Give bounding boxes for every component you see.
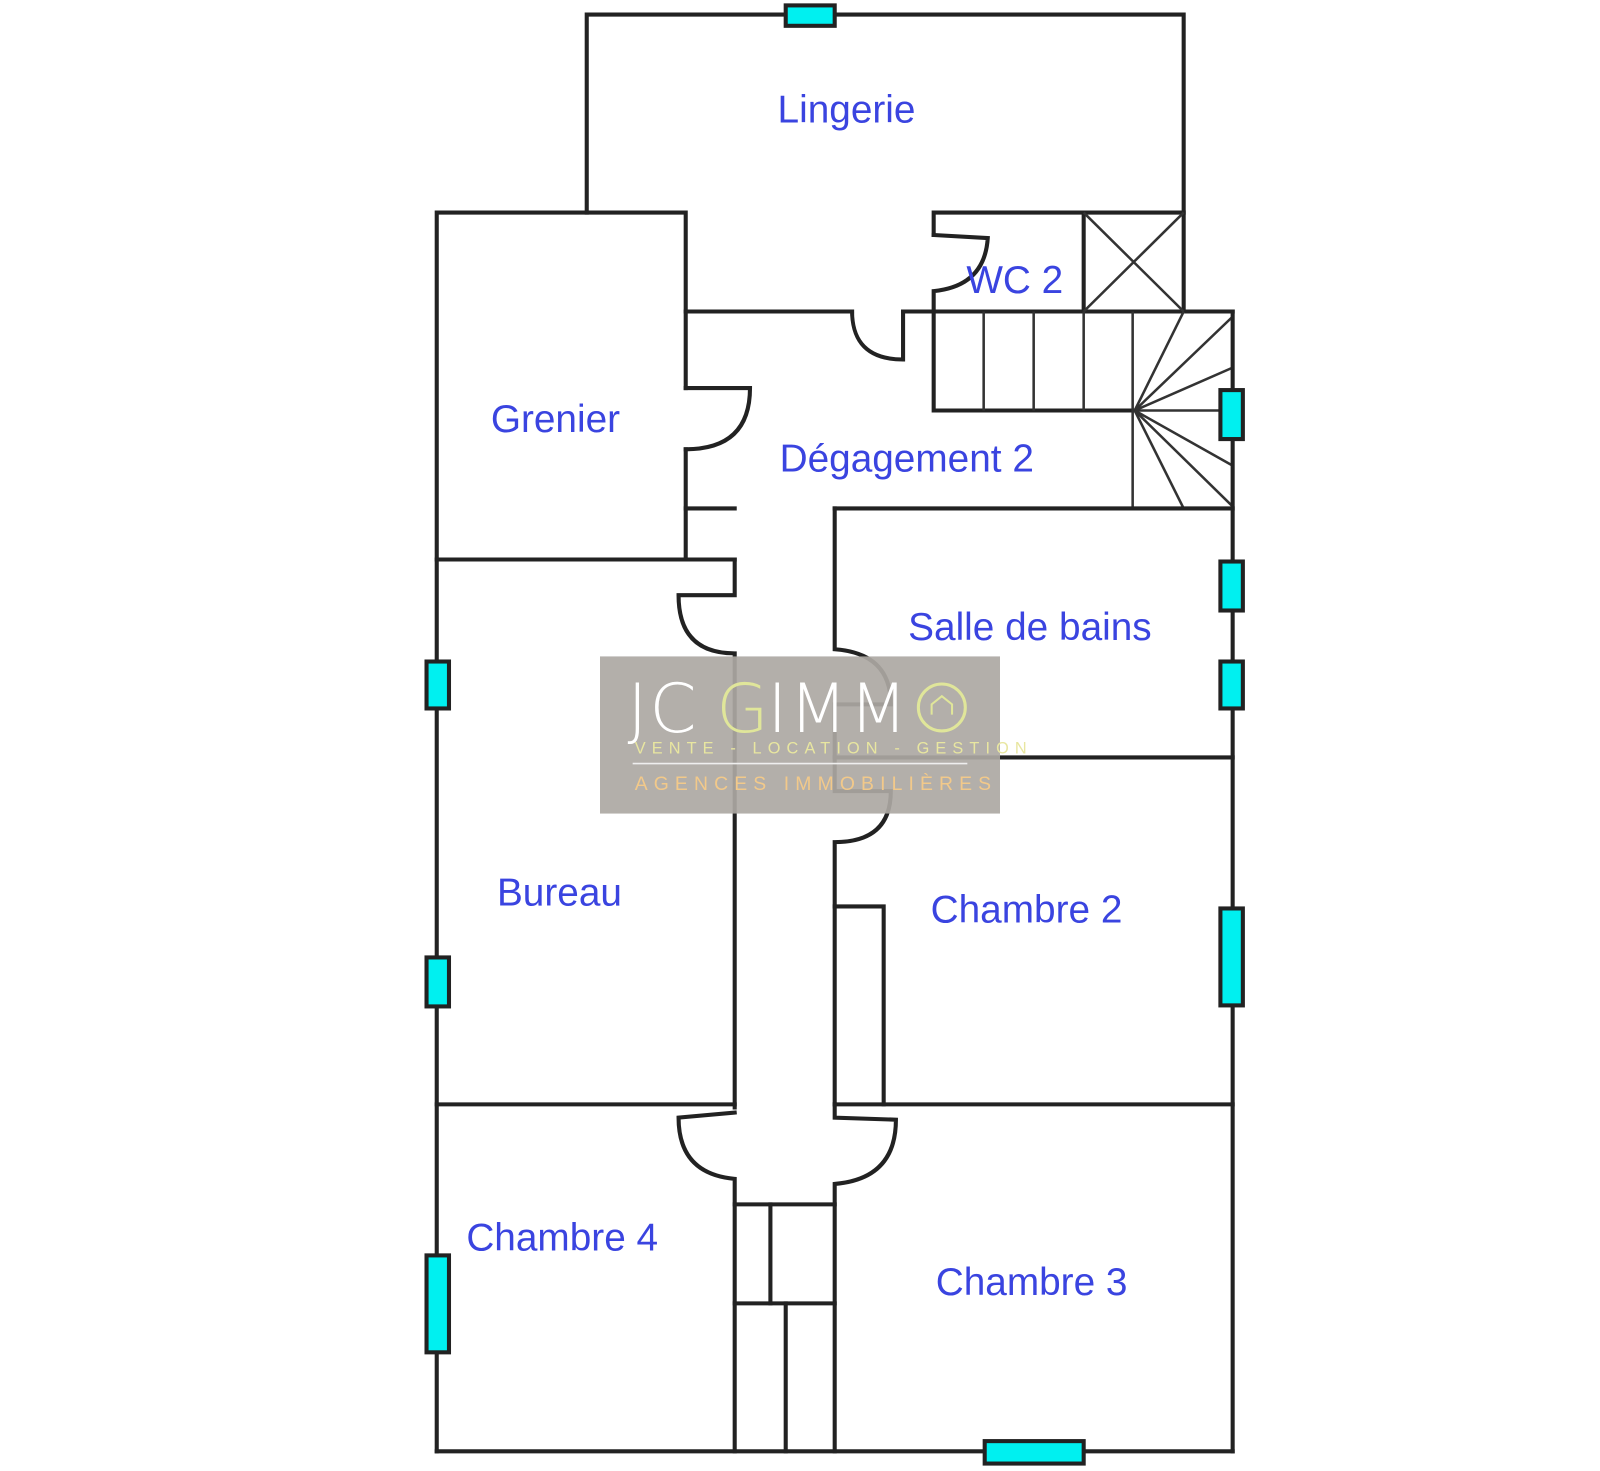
logo-jc: JC [628, 669, 699, 748]
windows [424, 3, 1245, 1466]
logo-subtitle: AGENCES IMMOBILIÈRES [635, 772, 998, 795]
watermark-logo: JC G IMM VENTE - LOCATION - GESTION AGEN… [600, 656, 1033, 814]
label-wc2: WC 2 [966, 259, 1063, 302]
house-icon [930, 694, 954, 715]
label-grenier: Grenier [491, 398, 620, 441]
label-degagement2: Dégagement 2 [780, 438, 1034, 481]
label-chambre3: Chambre 3 [936, 1261, 1128, 1304]
label-lingerie: Lingerie [778, 89, 916, 132]
label-chambre4: Chambre 4 [466, 1216, 658, 1259]
logo-imm: IMM [767, 669, 909, 748]
house-circle-icon [916, 682, 967, 733]
label-salle-de-bains: Salle de bains [908, 606, 1152, 649]
room-labels: Lingerie WC 2 Grenier Dégagement 2 Salle… [466, 89, 1151, 1304]
label-bureau: Bureau [497, 871, 622, 914]
logo-g: G [716, 669, 770, 748]
label-chambre2: Chambre 2 [931, 889, 1123, 932]
logo-tagline: VENTE - LOCATION - GESTION [635, 739, 1033, 757]
walls [434, 12, 1235, 1454]
